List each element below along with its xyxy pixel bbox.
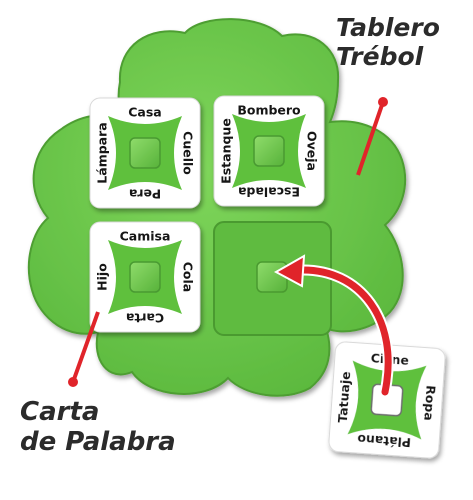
card-center-tile [129,137,161,169]
card-center-tile [253,135,285,167]
card-word-left: Estanque [219,118,234,184]
board-title-line-1: Tablero [336,13,440,42]
card-word-right: Ropa [421,385,438,422]
card-word-bottom: Pera [129,187,161,202]
card-word-right: Cuello [181,131,196,175]
card-word-bottom: Escalada [238,185,300,200]
placement-arrow [273,254,394,398]
board-title-callout: Tablero Trébol [336,13,440,72]
board-title-pointer [356,97,388,176]
card-word-right: Oveja [305,131,320,171]
card-word-top: Casa [128,105,161,120]
card-word-left: Lámpara [95,122,110,183]
card-word-left: Hijo [95,263,110,291]
card-title-line-2: de Palabra [20,426,176,457]
empty-card-slot [213,221,332,336]
board-title-line-2: Trébol [336,41,424,71]
card-title-line-1: Carta [20,397,100,427]
card-word-bottom: Carta [126,311,164,326]
card-word-top: Bombero [237,103,301,118]
clover-board [27,18,407,397]
clover-shape [27,18,407,397]
card-word-right: Cola [181,262,196,292]
card-title-pointer [68,311,100,387]
card-word-left: Tatuaje [335,371,354,423]
card-center-tile [129,261,161,293]
card-word-top: Camisa [120,229,171,244]
card-title-callout: Carta de Palabra [20,397,176,458]
card-word-bottom: Plátano [356,432,411,451]
